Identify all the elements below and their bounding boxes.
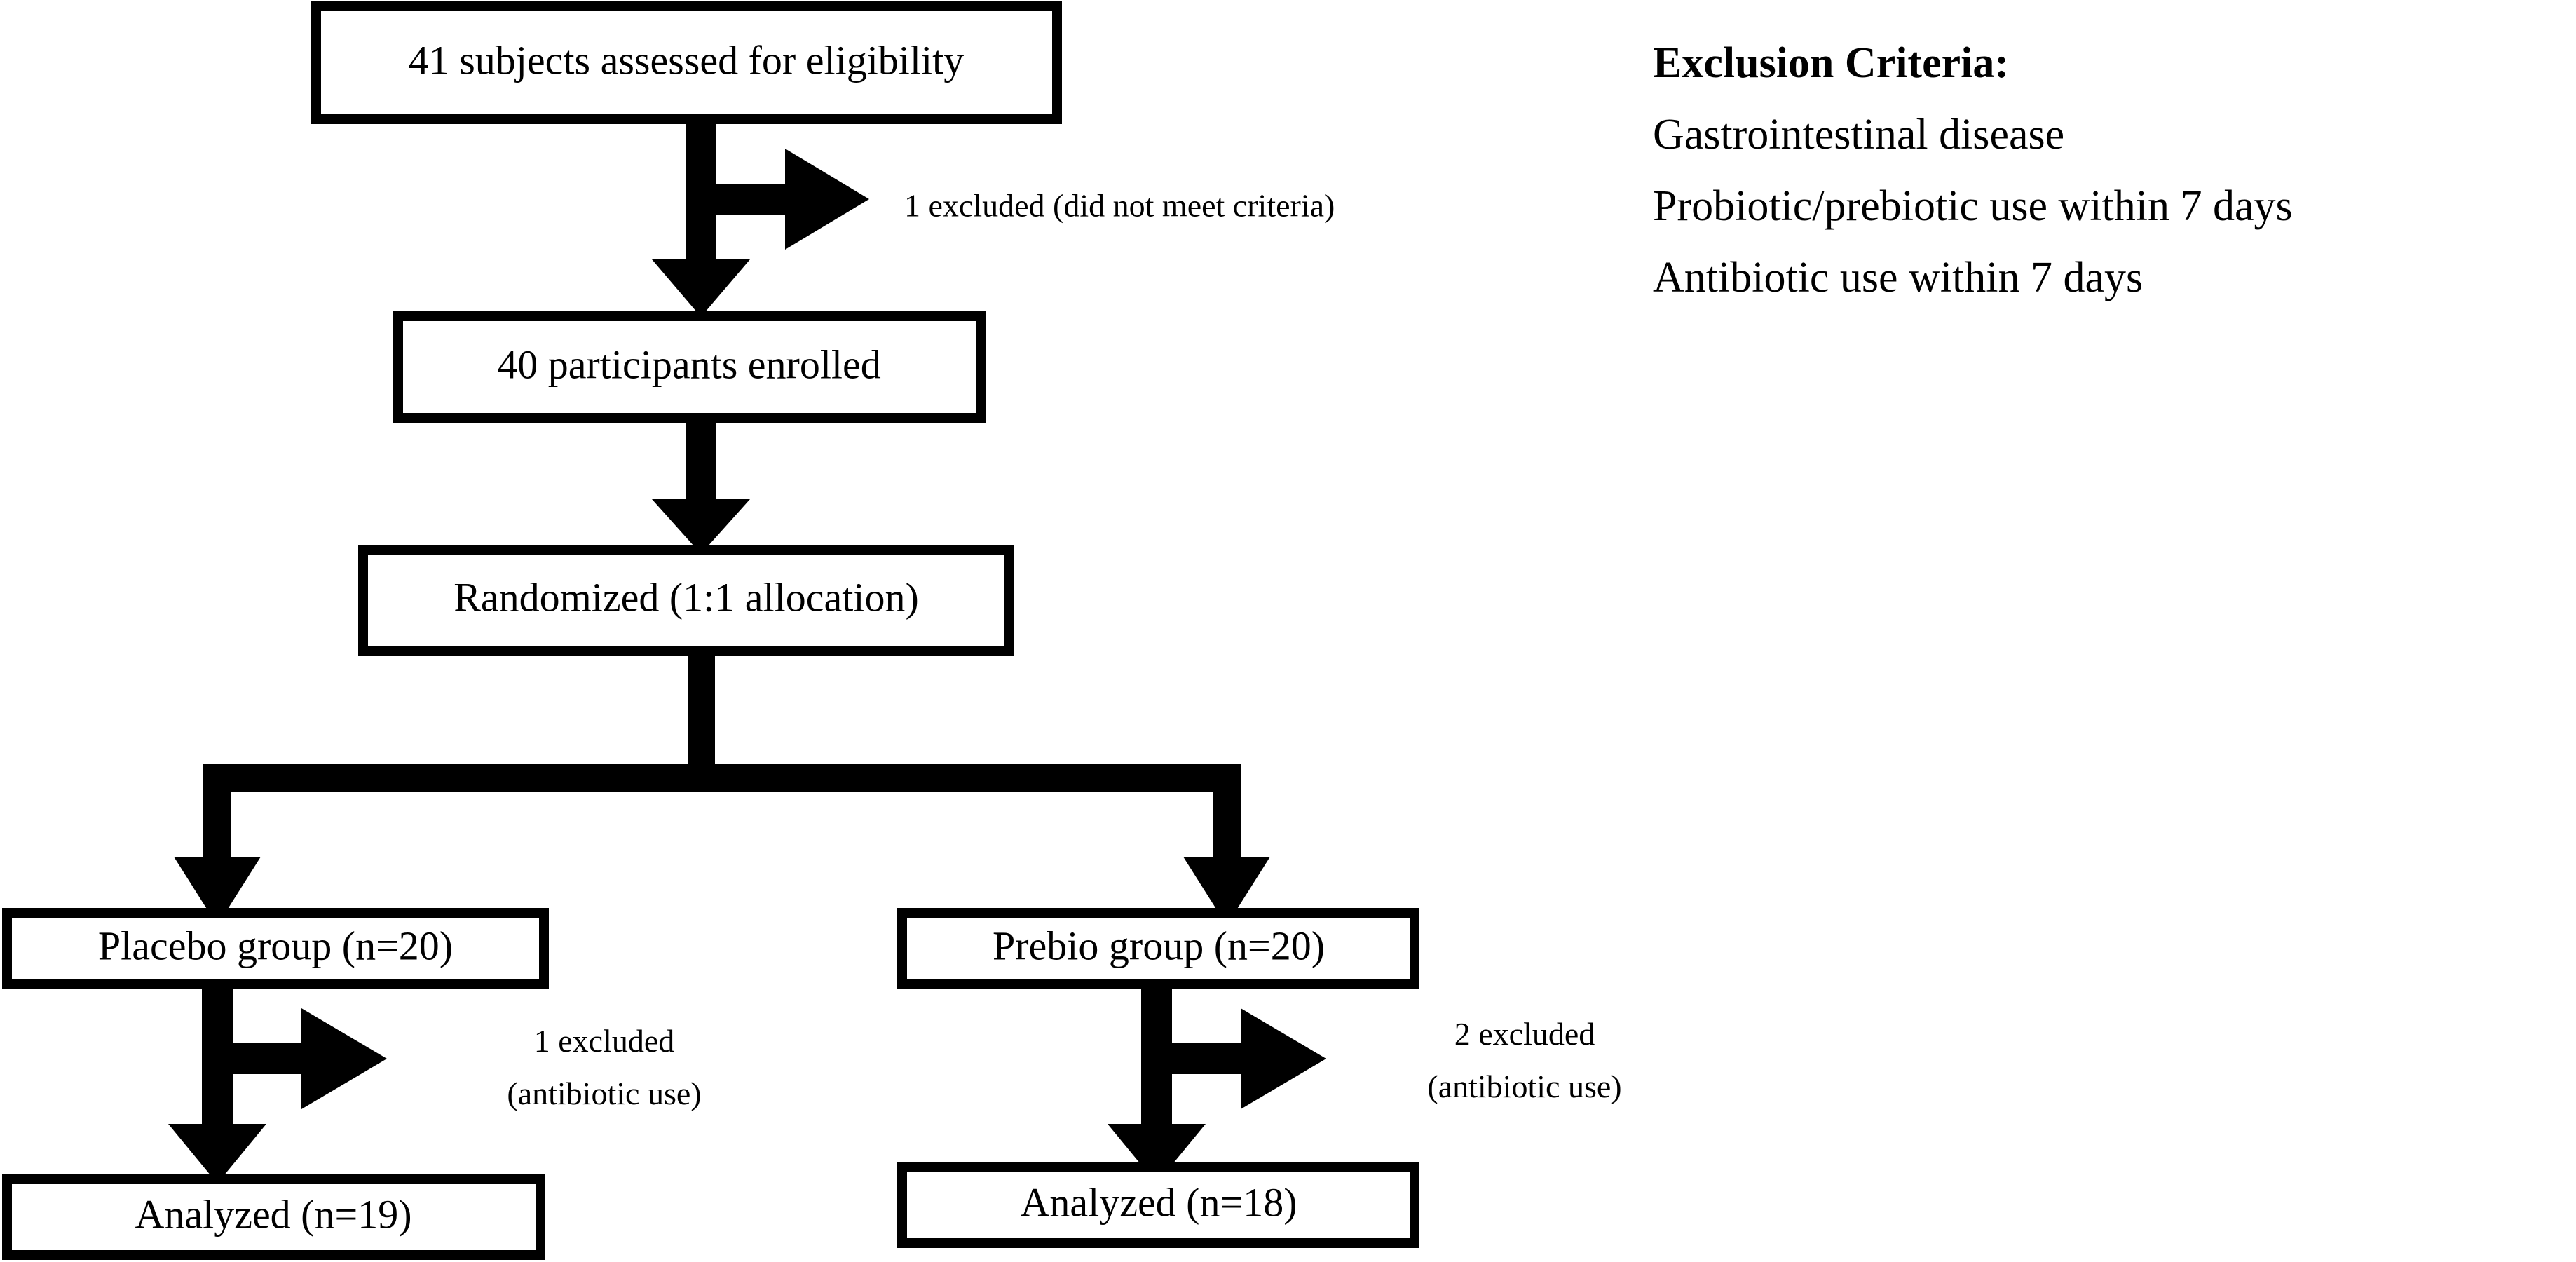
placebo-exclusion-note-line2: (antibiotic use)	[507, 1076, 701, 1111]
exclusion-criteria-item-2: Antibiotic use within 7 days	[1653, 254, 2143, 301]
connector-prebio-to-analyzed	[1108, 989, 1206, 1183]
node-prebio-group-label: Prebio group (n=20)	[993, 923, 1325, 968]
exclusion-criteria-item-1: Probiotic/prebiotic use within 7 days	[1653, 182, 2293, 230]
node-analyzed-prebio-label: Analyzed (n=18)	[1020, 1179, 1297, 1225]
node-analyzed-placebo[interactable]: Analyzed (n=19)	[2, 1174, 545, 1260]
connector-placebo-to-analyzed	[168, 989, 266, 1183]
node-analyzed-placebo-label: Analyzed (n=19)	[135, 1191, 411, 1237]
node-placebo-group[interactable]: Placebo group (n=20)	[2, 908, 549, 989]
connector-screening-exclusion	[701, 149, 869, 250]
connector-prebio-exclusion	[1157, 1008, 1326, 1109]
placebo-exclusion-note: 1 excluded (antibiotic use)	[507, 1023, 701, 1111]
node-randomized-label: Randomized (1:1 allocation)	[454, 574, 919, 620]
connector-enrolled-to-randomized	[652, 423, 750, 554]
node-enrolled[interactable]: 40 participants enrolled	[393, 311, 986, 423]
connector-assessed-to-enrolled	[652, 124, 750, 317]
exclusion-criteria-item-0: Gastrointestinal disease	[1653, 111, 2064, 158]
node-enrolled-label: 40 participants enrolled	[497, 341, 881, 387]
connector-placebo-exclusion	[217, 1008, 387, 1109]
node-prebio-group[interactable]: Prebio group (n=20)	[897, 908, 1419, 989]
prebio-exclusion-note-line1: 2 excluded	[1454, 1016, 1595, 1052]
prebio-exclusion-note-line2: (antibiotic use)	[1427, 1068, 1621, 1104]
node-placebo-group-label: Placebo group (n=20)	[98, 923, 453, 968]
connector-randomization-split	[174, 656, 1270, 925]
node-assessed[interactable]: 41 subjects assessed for eligibility	[311, 1, 1062, 124]
screening-exclusion-note: 1 excluded (did not meet criteria)	[904, 188, 1335, 224]
exclusion-criteria-panel: Exclusion Criteria: Gastrointestinal dis…	[1653, 39, 2293, 301]
prebio-exclusion-note: 2 excluded (antibiotic use)	[1427, 1016, 1621, 1104]
placebo-exclusion-note-line1: 1 excluded	[534, 1023, 675, 1059]
node-analyzed-prebio[interactable]: Analyzed (n=18)	[897, 1162, 1419, 1248]
node-assessed-label: 41 subjects assessed for eligibility	[409, 37, 965, 83]
node-randomized[interactable]: Randomized (1:1 allocation)	[358, 545, 1014, 656]
exclusion-criteria-heading: Exclusion Criteria:	[1653, 39, 2009, 87]
